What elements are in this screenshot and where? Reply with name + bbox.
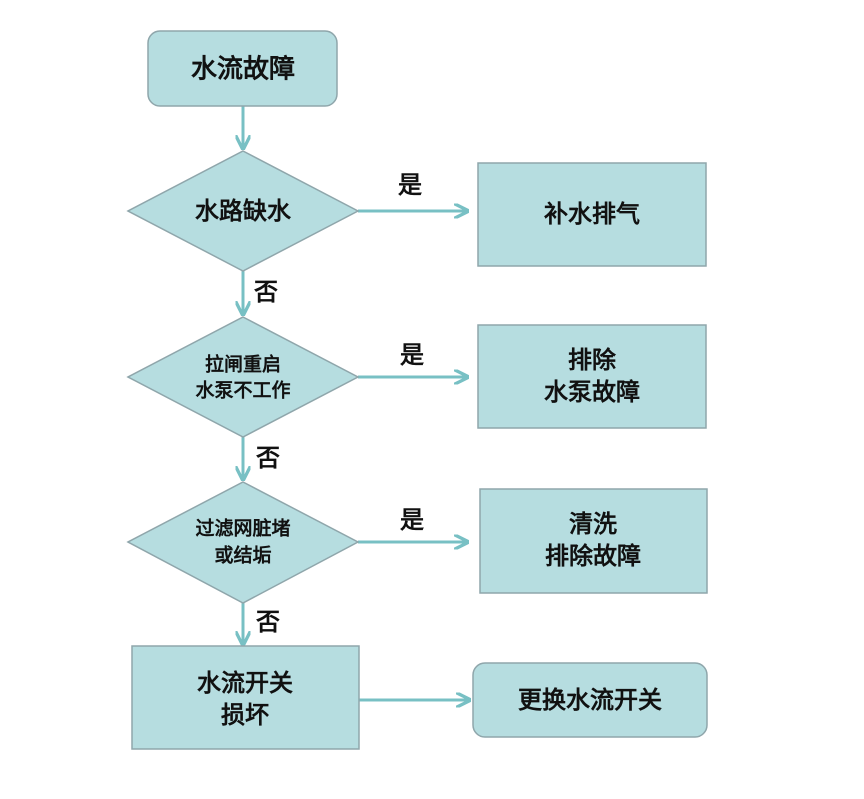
node-decision3-line2: 或结垢 [214, 544, 271, 567]
node-decision2-shape [126, 316, 360, 438]
node-action2-line1: 排除 [568, 346, 617, 374]
node-action1-label: 补水排气 [544, 200, 640, 228]
node-action2-line2: 水泵故障 [544, 378, 640, 406]
node-decision3-line1: 过滤网脏堵 [195, 517, 290, 540]
node-action1-shape [477, 162, 707, 267]
node-fault-shape [131, 645, 360, 750]
node-decision3-shape [126, 481, 360, 604]
node-decision2: 拉闸重启 水泵不工作 [126, 316, 360, 438]
edge-label-decision2-yes: 是 [400, 341, 424, 369]
node-start: 水流故障 [147, 30, 338, 107]
node-decision3: 过滤网脏堵 或结垢 [126, 481, 360, 604]
edge-label-decision1-yes: 是 [398, 171, 422, 199]
node-action3: 清洗 排除故障 [479, 488, 708, 594]
node-decision2-line2: 水泵不工作 [195, 379, 290, 402]
node-action2: 排除 水泵故障 [477, 324, 707, 429]
node-action3-shape [479, 488, 708, 594]
node-action3-line2: 排除故障 [545, 542, 641, 570]
node-decision1-label: 水路缺水 [195, 197, 292, 225]
edge-label-decision3-no: 否 [255, 608, 280, 636]
node-action1: 补水排气 [477, 162, 707, 267]
edge-label-decision1-no: 否 [253, 278, 278, 306]
node-end-shape [472, 662, 708, 738]
node-fault-line2: 损坏 [221, 701, 269, 729]
node-decision1-shape [126, 150, 360, 272]
node-end-label: 更换水流开关 [518, 686, 662, 714]
node-decision1: 水路缺水 [126, 150, 360, 272]
node-start-label: 水流故障 [191, 54, 295, 85]
node-fault: 水流开关 损坏 [131, 645, 360, 750]
edge-label-decision3-yes: 是 [400, 506, 424, 534]
node-end: 更换水流开关 [472, 662, 708, 738]
node-fault-line1: 水流开关 [197, 669, 293, 697]
node-action3-line1: 清洗 [569, 510, 617, 538]
edge-label-decision2-no: 否 [255, 444, 280, 472]
node-start-shape [147, 30, 338, 107]
node-action2-shape [477, 324, 707, 429]
node-decision2-line1: 拉闸重启 [205, 353, 281, 376]
